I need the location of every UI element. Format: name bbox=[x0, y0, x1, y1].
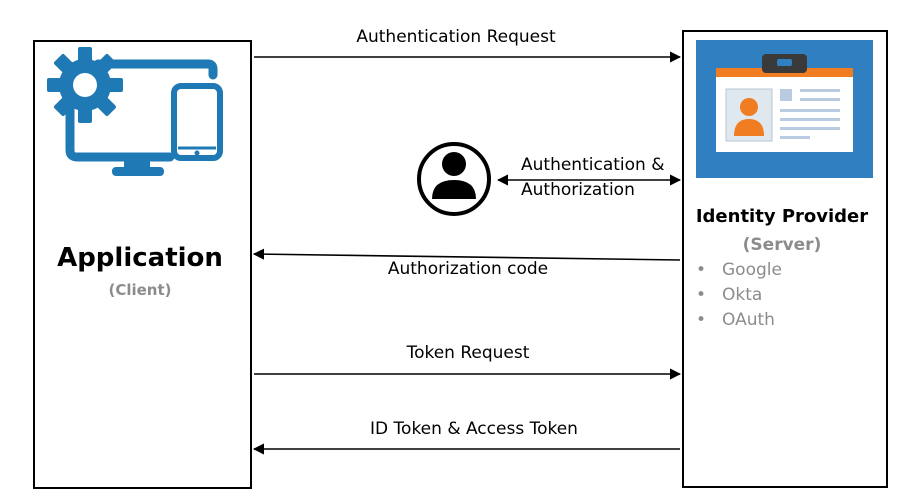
identity-provider-title: Identity Provider bbox=[695, 206, 869, 227]
user-auth-label-line1: Authentication & bbox=[521, 155, 665, 175]
user-circle-icon bbox=[417, 142, 491, 216]
id-card-icon bbox=[696, 40, 873, 178]
provider-item: Google bbox=[696, 258, 782, 283]
provider-item: Okta bbox=[696, 283, 782, 308]
token-request-label: Token Request bbox=[406, 343, 530, 363]
application-subtitle: (Client) bbox=[108, 281, 172, 299]
gear-monitor-tablet-icon bbox=[47, 47, 223, 176]
auth-code-arrow bbox=[252, 248, 681, 261]
identity-provider-subtitle: (Server) bbox=[742, 235, 822, 255]
user-auth-label-line2: Authorization bbox=[521, 180, 635, 200]
provider-list: Google Okta OAuth bbox=[696, 258, 782, 333]
application-title: Application bbox=[57, 243, 223, 273]
id-access-token-label: ID Token & Access Token bbox=[370, 419, 578, 439]
auth-request-label: Authentication Request bbox=[356, 27, 556, 47]
provider-item: OAuth bbox=[696, 308, 782, 333]
auth-code-label: Authorization code bbox=[387, 259, 549, 279]
